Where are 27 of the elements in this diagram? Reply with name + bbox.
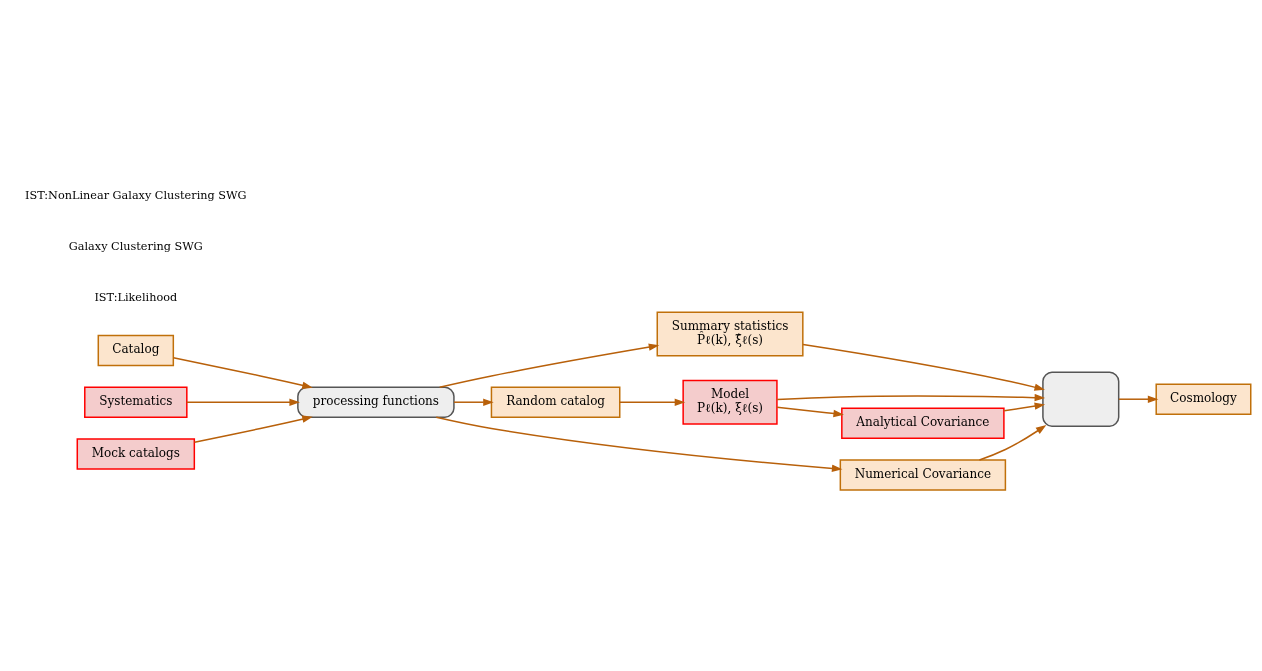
node-box: Analytical Covariance [841,406,1005,439]
arrow [453,398,494,406]
label: Galaxy Clustering SWG [68,239,203,253]
arrow [172,356,313,389]
node-box: processing functions [297,385,455,418]
label: IST:Likelihood [94,290,178,304]
arrow [1118,395,1159,403]
arrow [193,415,313,443]
label: IST:NonLinear Galaxy Clustering SWG [25,188,247,202]
node-box: Mock catalogs [76,437,196,470]
node-box [1042,370,1120,427]
node-box: Summary statistics P̂ℓ(k), ξ̂ℓ(s) [656,310,804,356]
arrow [619,398,686,406]
arrow [438,343,660,388]
arrow [776,393,1046,401]
arrow [776,406,844,417]
node-box: Systematics [84,385,188,418]
node-box: Catalog [97,334,175,366]
arrow [978,424,1047,461]
arrow [435,416,843,472]
arrow [1003,402,1046,412]
arrow [802,343,1045,391]
node-box: Model Pℓ(k), ξℓ(s) [682,379,778,425]
node-box: Cosmology [1155,382,1252,415]
node-box: Random catalog [490,385,621,418]
arrow [186,398,300,406]
node-box: Numerical Covariance [839,458,1007,491]
